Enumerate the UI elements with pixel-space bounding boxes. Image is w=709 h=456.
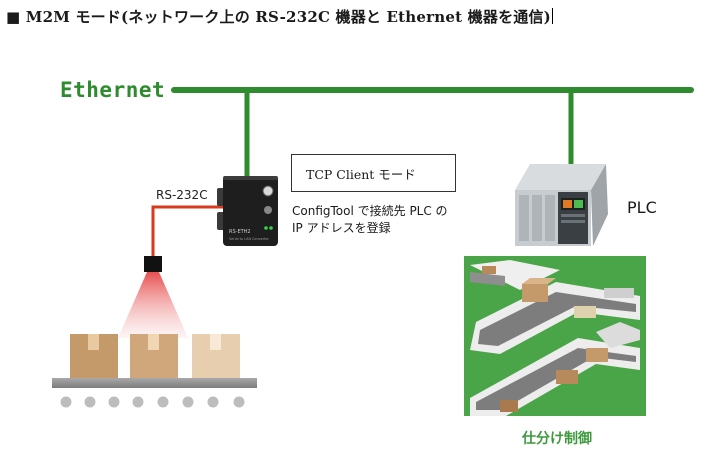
- tcp-client-mode-text: TCP Client モード: [306, 166, 416, 182]
- plc-label: PLC: [627, 198, 657, 217]
- serial-lan-converter: RS-ETH2 Serial to LAN Converter: [217, 176, 278, 246]
- cardboard-box: [192, 334, 240, 378]
- cardboard-box: [130, 334, 178, 378]
- ethernet-backbone: [171, 87, 694, 176]
- tcp-client-mode-box: TCP Client モード: [291, 154, 456, 192]
- config-note-line-2: IP アドレスを登録: [292, 221, 391, 235]
- text-cursor: [551, 8, 553, 24]
- plc-unit: [515, 164, 608, 246]
- device-model-text: RS-ETH2: [229, 229, 251, 235]
- page-title: ■ M2M モード(ネットワーク上の RS-232C 機器と Ethernet …: [6, 8, 553, 26]
- conveyor: [52, 378, 257, 408]
- barcode-scanner: [118, 256, 188, 338]
- sorting-control-label: 仕分け制御: [522, 431, 592, 447]
- cardboard-box: [70, 334, 118, 378]
- rs232c-label: RS-232C: [156, 188, 208, 202]
- config-note-line-1: ConfigTool で接続先 PLC の: [292, 204, 448, 218]
- sorting-line-illustration: [464, 256, 646, 416]
- ethernet-label: Ethernet: [60, 78, 166, 102]
- device-subtitle-text: Serial to LAN Converter: [229, 237, 270, 241]
- rs232c-cable: [151, 205, 225, 257]
